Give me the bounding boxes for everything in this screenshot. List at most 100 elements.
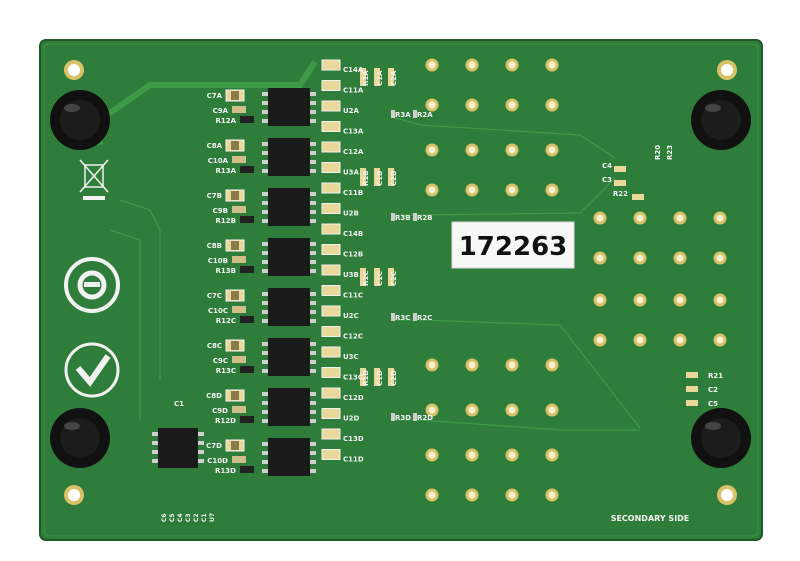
capacitor <box>321 408 341 419</box>
smd-part <box>632 194 644 200</box>
resistor-pad <box>413 213 417 221</box>
pad-hole <box>428 451 436 459</box>
vertical-label: C1A <box>376 70 384 86</box>
resistor <box>240 266 254 273</box>
channel-group <box>225 138 316 176</box>
resistor <box>240 116 254 123</box>
cap-label: C7C <box>207 292 222 300</box>
ic-pin <box>310 469 316 473</box>
resistor-label: R3C <box>395 314 410 322</box>
pad-hole <box>508 186 516 194</box>
resistor <box>240 166 254 173</box>
cap-label: C9D <box>212 407 228 415</box>
resistor <box>240 216 254 223</box>
ic-pin <box>310 342 316 346</box>
bottom-code: C2 <box>193 513 200 522</box>
pad-hole <box>508 491 516 499</box>
pad-hole <box>508 101 516 109</box>
resistor <box>240 316 254 323</box>
capacitor <box>321 264 341 276</box>
capacitor <box>321 285 341 296</box>
pad-hole <box>468 406 476 414</box>
bottom-code: C4 <box>177 513 184 522</box>
ic-pin <box>310 251 316 255</box>
ic-pin <box>262 392 268 396</box>
vertical-label: R1C <box>362 271 370 286</box>
ic-pin <box>262 460 268 464</box>
pad-hole <box>548 146 556 154</box>
component-label: C14B <box>343 230 363 238</box>
component-label: C11A <box>343 87 364 95</box>
ic-pin <box>262 442 268 446</box>
ic-pin <box>262 242 268 246</box>
vertical-label: C1B <box>376 171 384 186</box>
resistor-pad <box>391 413 395 421</box>
pad-hole <box>468 146 476 154</box>
pad-hole <box>508 451 516 459</box>
ic-pin <box>262 110 268 114</box>
resistor-label: R13A <box>215 167 236 175</box>
ic-pin <box>310 160 316 164</box>
bottom-code: C1 <box>201 513 208 522</box>
component-label: C12D <box>343 394 364 402</box>
ic-pin <box>262 251 268 255</box>
rubber-feet <box>50 90 751 468</box>
cap-label: C8A <box>207 142 223 150</box>
ic-pin <box>262 192 268 196</box>
smd-part <box>388 368 394 386</box>
resistor-label: R13C <box>216 367 236 375</box>
resistor-label: R2B <box>417 214 433 222</box>
resistor-pad <box>391 110 395 118</box>
ic-pin <box>262 151 268 155</box>
capacitor <box>321 203 341 214</box>
soic-chip <box>152 428 204 468</box>
pad-hole <box>548 186 556 194</box>
pad-hole <box>468 186 476 194</box>
component-label: C13D <box>343 435 364 443</box>
pad-hole <box>596 296 604 304</box>
smd-part <box>232 206 246 213</box>
ic-pin <box>310 410 316 414</box>
cap-label: C3 <box>602 176 612 184</box>
ic-pin <box>310 92 316 96</box>
board-edge <box>43 43 759 537</box>
pin-pads <box>425 58 727 502</box>
pad-hole <box>548 406 556 414</box>
smd-part <box>232 456 246 463</box>
smd-part <box>232 356 246 363</box>
smd-part <box>232 256 246 263</box>
smd-part <box>686 372 698 378</box>
ic-pin <box>310 260 316 264</box>
pad-hole <box>548 361 556 369</box>
pad-hole <box>548 451 556 459</box>
ic-pin <box>310 142 316 146</box>
capacitor <box>321 449 341 460</box>
channel-group <box>225 88 316 126</box>
cap-label: C7D <box>206 442 222 450</box>
smd-part <box>388 268 394 286</box>
pad-hole <box>716 254 724 262</box>
ic-pin <box>262 360 268 364</box>
pad-hole <box>636 214 644 222</box>
cap-label: C10B <box>208 257 228 265</box>
component-label: U2A <box>343 107 360 115</box>
ic-pin <box>310 460 316 464</box>
capacitor <box>321 367 341 378</box>
ic-chip <box>268 238 310 276</box>
pad-hole <box>468 101 476 109</box>
ic-chip <box>268 188 310 226</box>
ic-pin <box>262 119 268 123</box>
pad-hole <box>508 61 516 69</box>
channel-group <box>225 338 316 376</box>
capacitor <box>321 244 341 255</box>
component-label: U3A <box>343 169 360 177</box>
cap-label: C9A <box>213 107 229 115</box>
pad-hole <box>548 61 556 69</box>
pad-hole <box>428 146 436 154</box>
bottom-code: C3 <box>185 513 192 522</box>
capacitor <box>321 387 341 399</box>
vertical-label: C1C <box>376 271 384 286</box>
pad-hole <box>636 296 644 304</box>
ic-pin <box>310 419 316 423</box>
